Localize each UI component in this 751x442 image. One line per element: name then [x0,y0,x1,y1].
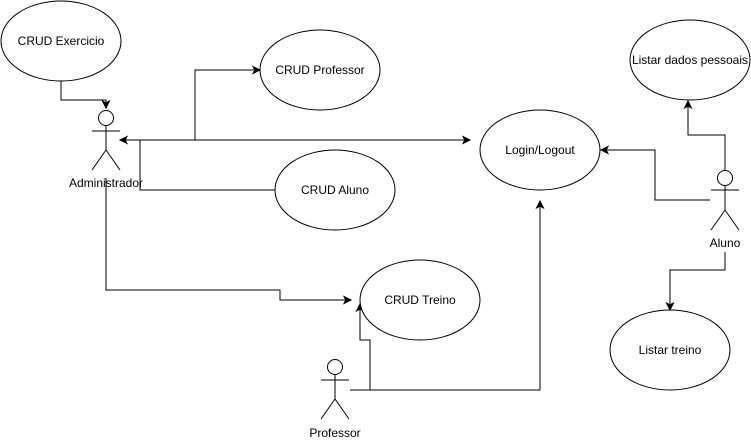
edge-exercicio-to-admin [60,81,111,110]
use-case-listar-treino[interactable]: Listar treino [609,309,731,391]
connectors [60,65,726,391]
use-case-login-logout[interactable]: Login/Logout [479,109,601,191]
actor-label: Aluno [710,236,741,250]
use-case-crud-exercicio[interactable]: CRUD Exercicio [0,0,122,82]
edge-aluno-to-listar-dados [683,99,726,170]
use-case-label: CRUD Exercicio [18,34,105,48]
actor-label: Administrador [69,176,143,190]
edge-aluno-to-login [599,145,710,201]
edge-aluno-crud-to-admin [139,140,275,191]
use-case-label: Listar treino [639,343,702,357]
edge-admin-to-crud-treino [105,178,353,305]
use-case-label: Login/Logout [505,143,575,157]
actor-label: Professor [309,426,360,440]
use-case-label: CRUD Treino [384,293,456,307]
use-case-listar-dados-pessoais[interactable]: Listar dados pessoais [629,19,751,101]
use-case-label: CRUD Aluno [301,183,369,197]
stick-figure-icon [91,110,121,171]
actor-aluno[interactable]: Aluno [710,170,741,251]
stick-figure-icon [710,170,740,231]
edge-admin-to-crud-professor [194,65,262,140]
use-case-crud-treino[interactable]: CRUD Treino [359,259,481,341]
edge-aluno-to-listar-treino [665,252,726,312]
use-case-crud-aluno[interactable]: CRUD Aluno [274,149,396,231]
actor-professor[interactable]: Professor [309,359,361,441]
use-case-crud-professor[interactable]: CRUD Professor [259,29,381,111]
use-case-label: CRUD Professor [275,63,364,77]
edge-admin-login [118,135,472,145]
use-case-label: Listar dados pessoais [632,53,748,67]
stick-figure-icon [320,359,350,420]
actor-administrador[interactable]: Administrador [69,110,143,191]
edge-professor-to-login [350,199,545,391]
